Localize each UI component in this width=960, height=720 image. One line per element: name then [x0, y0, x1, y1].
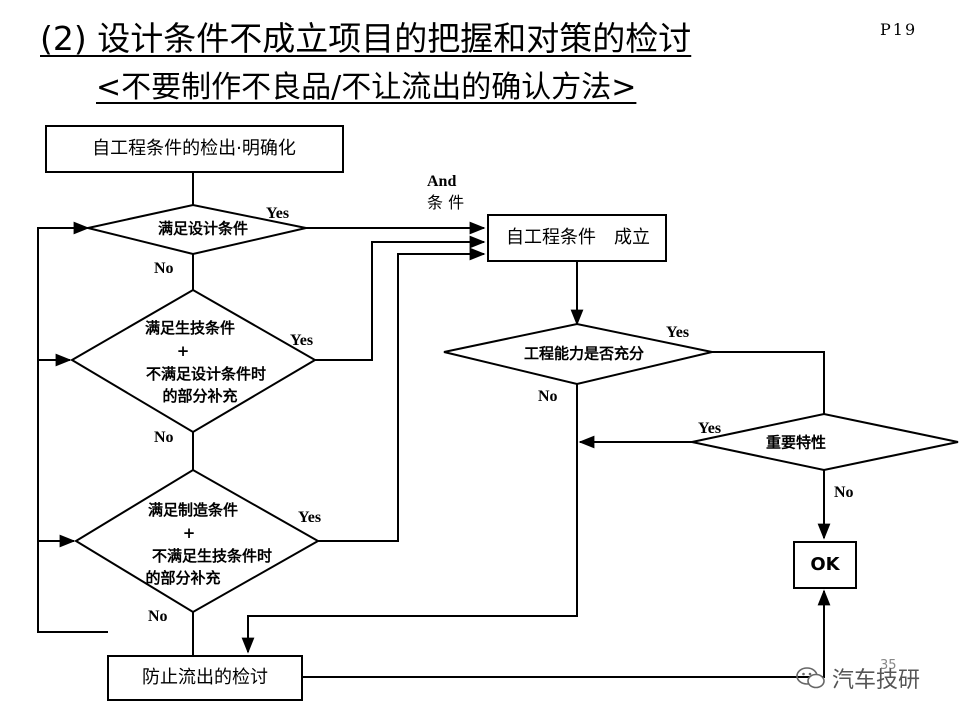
watermark-text: 汽车技研 [832, 668, 921, 693]
decision-design-conditions [87, 203, 307, 256]
prevent-box-label: 防止流出的检讨 [142, 667, 268, 688]
start-box-label: 自工程条件的检出·明确化 [92, 138, 296, 159]
d2-line4: 的部分补充 [162, 387, 237, 405]
decision-process-capability [443, 322, 713, 386]
d3-line1: 满足制造条件 [148, 501, 238, 519]
decision-design-conditions-label: 满足设计条件 [158, 220, 248, 238]
decision-production-engineering [70, 288, 317, 434]
ok-box [793, 541, 857, 589]
established-box [487, 214, 667, 262]
prevent-box [107, 655, 303, 701]
page-title: (2) 设计条件不成立项目的把握和对策的检讨 [40, 19, 692, 58]
d2-line3: 不满足设计条件时 [146, 365, 266, 383]
label-yes-3: Yes [298, 509, 321, 526]
watermark: 汽车技研 [796, 662, 920, 694]
label-no-1: No [154, 260, 174, 277]
label-and-conditions: 条 件 [427, 193, 464, 212]
d2-line2: + [177, 342, 190, 360]
label-yes-1: Yes [266, 205, 289, 222]
label-and: And [427, 173, 456, 190]
label-no-capability: No [538, 388, 558, 405]
label-no-3: No [148, 608, 168, 625]
decision-manufacturing [74, 468, 321, 614]
page-number: P19 [880, 20, 918, 39]
established-box-label: 自工程条件 成立 [506, 227, 650, 248]
d2-line1: 满足生技条件 [145, 319, 235, 337]
label-yes-capability: Yes [666, 324, 689, 341]
d3-line4: 的部分补充 [145, 569, 220, 587]
flow-connectors [37, 172, 831, 678]
decision-important-characteristic-label: 重要特性 [766, 434, 826, 452]
decision-important-characteristic [691, 412, 959, 472]
page-subtitle: <不要制作不良品/不让流出的确认方法> [96, 70, 637, 105]
label-no-important: No [834, 484, 854, 501]
d3-line2: + [183, 524, 196, 542]
ok-box-label: OK [810, 554, 840, 575]
label-no-2: No [154, 429, 174, 446]
label-yes-2: Yes [290, 332, 313, 349]
start-box [45, 125, 344, 173]
label-yes-important: Yes [698, 420, 721, 437]
wechat-icon [796, 667, 825, 689]
d3-line3: 不满足生技条件时 [152, 547, 272, 565]
decision-process-capability-label: 工程能力是否充分 [524, 345, 644, 363]
slide-number: 35 [880, 658, 897, 673]
